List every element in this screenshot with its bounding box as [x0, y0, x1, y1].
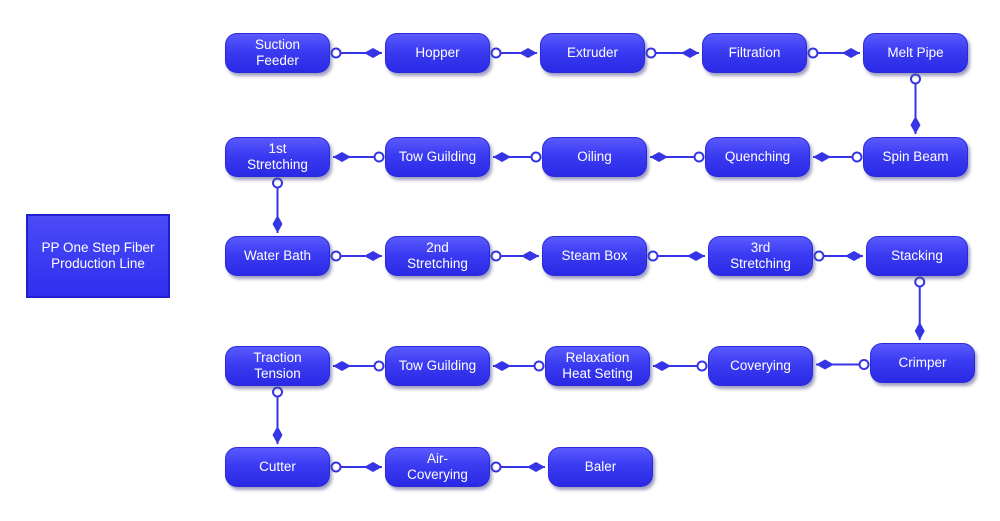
- connector-diamond-head: [816, 359, 834, 370]
- connector-diamond-head: [687, 251, 705, 261]
- connector-diamond-head: [493, 361, 511, 371]
- connector-diamond-head: [910, 116, 921, 134]
- connector-start-circle: [910, 73, 921, 85]
- connector-start-circle: [807, 47, 819, 59]
- connector-start-circle: [647, 250, 659, 262]
- connector-diamond-head: [493, 152, 511, 162]
- node-traction-tension: Traction Tension: [225, 346, 330, 386]
- node-water-bath: Water Bath: [225, 236, 330, 276]
- node-spin-beam: Spin Beam: [863, 137, 968, 177]
- connector-diamond-head: [527, 462, 545, 472]
- connector-diamond-head: [333, 152, 351, 162]
- connector-start-circle: [490, 250, 502, 262]
- node-extruder: Extruder: [540, 33, 645, 73]
- node-coverying: Coverying: [708, 346, 813, 386]
- connector-start-circle: [373, 151, 385, 163]
- node-suction-feeder: Suction Feeder: [225, 33, 330, 73]
- connector-diamond-head: [519, 48, 537, 58]
- connector-start-circle: [330, 250, 342, 262]
- node-quenching: Quenching: [705, 137, 810, 177]
- connector-start-circle: [490, 461, 502, 473]
- connector-start-circle: [914, 276, 926, 288]
- node-tow-guilding-2: Tow Guilding: [385, 346, 490, 386]
- node-relaxation-heat-seting: Relaxation Heat Seting: [545, 346, 650, 386]
- node-melt-pipe: Melt Pipe: [863, 33, 968, 73]
- node-cutter: Cutter: [225, 447, 330, 487]
- connector-start-circle: [696, 360, 708, 372]
- connector-diamond-head: [813, 152, 831, 162]
- connector-start-circle: [490, 47, 502, 59]
- connector-start-circle: [645, 47, 657, 59]
- node-air-coverying: Air- Coverying: [385, 447, 490, 487]
- node-tow-guilding-1: Tow Guilding: [385, 137, 490, 177]
- diagram-title: PP One Step Fiber Production Line: [26, 214, 170, 298]
- connector-diamond-head: [364, 251, 382, 261]
- connector-start-circle: [272, 386, 283, 398]
- connector-start-circle: [530, 151, 542, 163]
- connector-start-circle: [813, 250, 825, 262]
- connector-diamond-head: [272, 215, 283, 233]
- connector-diamond-head: [914, 322, 925, 340]
- connector-diamond-head: [364, 48, 382, 58]
- node-crimper: Crimper: [870, 343, 975, 383]
- connector-start-circle: [272, 177, 283, 189]
- connector-diamond-head: [845, 251, 863, 261]
- connector-start-circle: [330, 47, 342, 59]
- node-steam-box: Steam Box: [542, 236, 647, 276]
- node-hopper: Hopper: [385, 33, 490, 73]
- node-baler: Baler: [548, 447, 653, 487]
- connector-start-circle: [851, 151, 863, 163]
- connector-diamond-head: [650, 152, 668, 162]
- node-filtration: Filtration: [702, 33, 807, 73]
- connector-diamond-head: [333, 361, 351, 371]
- connector-start-circle: [373, 360, 385, 372]
- connector-diamond-head: [653, 361, 671, 371]
- connector-diamond-head: [521, 251, 539, 261]
- connector-diamond-head: [681, 48, 699, 58]
- connector-start-circle: [330, 461, 342, 473]
- connector-start-circle: [533, 360, 545, 372]
- connector-diamond-head: [842, 48, 860, 58]
- node-1st-stretching: 1st Stretching: [225, 137, 330, 177]
- connector-start-circle: [693, 151, 705, 163]
- node-3rd-stretching: 3rd Stretching: [708, 236, 813, 276]
- node-oiling: Oiling: [542, 137, 647, 177]
- node-stacking: Stacking: [866, 236, 968, 276]
- connector-start-circle: [858, 359, 870, 370]
- connector-diamond-head: [272, 426, 283, 444]
- connector-diamond-head: [364, 462, 382, 472]
- node-2nd-stretching: 2nd Stretching: [385, 236, 490, 276]
